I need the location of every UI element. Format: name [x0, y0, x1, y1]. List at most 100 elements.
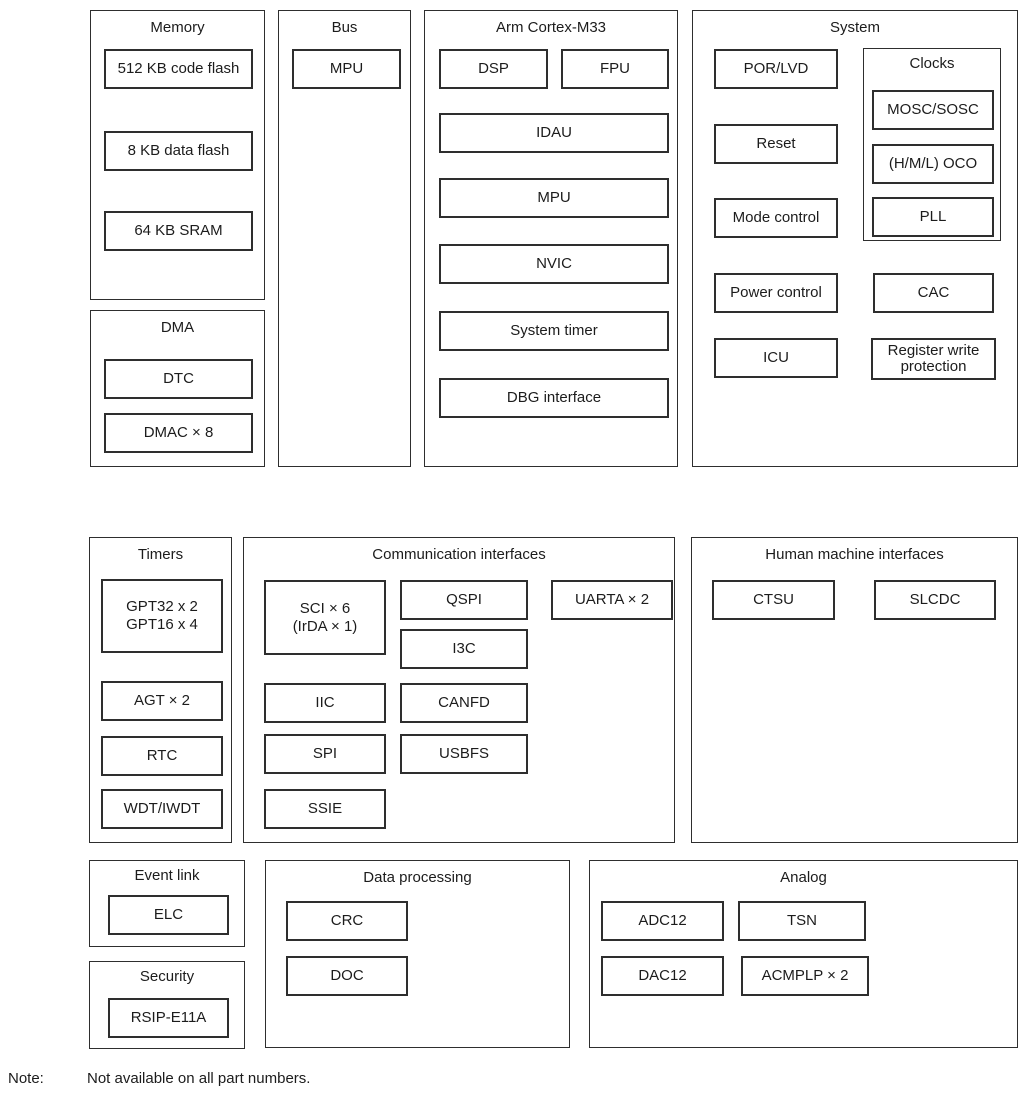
block-label-line: GPT16 x 4 — [126, 616, 198, 633]
block-label: DOC — [330, 967, 364, 984]
panel-security-title: Security — [139, 968, 195, 985]
block-bus-mpu: MPU — [292, 49, 401, 89]
subpanel-clocks-title: Clocks — [909, 55, 955, 72]
block-label: UARTA × 2 — [574, 591, 650, 608]
block-label: DBG interface — [506, 389, 602, 406]
block-acmplp: ACMPLP × 2 — [741, 956, 869, 996]
block-dsp: DSP — [439, 49, 548, 89]
panel-memory: Memory 512 KB code flash 8 KB data flash… — [90, 10, 265, 300]
panel-communication-title: Communication interfaces — [372, 546, 546, 563]
subpanel-clocks: Clocks MOSC/SOSC (H/M/L) OCO PLL — [863, 48, 1001, 241]
block-label: IIC — [315, 694, 335, 711]
block-label: (H/M/L) OCO — [888, 155, 978, 172]
block-label: DAC12 — [638, 967, 687, 984]
block-reset: Reset — [714, 124, 838, 164]
block-label: Register write protection — [887, 342, 980, 375]
block-label: USBFS — [438, 745, 489, 762]
panel-communication-interfaces: Communication interfaces SCI × 6 (IrDA ×… — [243, 537, 675, 843]
block-data-flash: 8 KB data flash — [104, 131, 253, 171]
block-label: I3C — [452, 640, 476, 657]
block-label: PLL — [919, 208, 947, 225]
block-adc12: ADC12 — [601, 901, 724, 941]
footnote-text: Not available on all part numbers. — [87, 1070, 311, 1087]
block-agt: AGT × 2 — [101, 681, 223, 721]
block-label: RSIP-E11A — [130, 1009, 207, 1026]
panel-bus-title: Bus — [331, 19, 358, 36]
block-label-line: (IrDA × 1) — [292, 617, 358, 635]
block-label: MOSC/SOSC — [887, 101, 979, 118]
panel-memory-title: Memory — [150, 19, 205, 36]
block-dmac: DMAC × 8 — [104, 413, 253, 453]
block-label: QSPI — [446, 591, 482, 608]
block-label: 512 KB code flash — [117, 60, 240, 77]
block-cortex-mpu: MPU — [439, 178, 669, 218]
block-sram: 64 KB SRAM — [104, 211, 253, 251]
block-label: Reset — [756, 135, 796, 152]
block-label: DTC — [163, 370, 194, 387]
block-spi: SPI — [264, 734, 386, 774]
block-label: WDT/IWDT — [123, 800, 201, 817]
panel-cortex-m33: Arm Cortex-M33 DSP FPU IDAU MPU NVIC Sys… — [424, 10, 678, 467]
block-label: SSIE — [307, 800, 343, 817]
block-label-line: SCI × 6 — [299, 599, 351, 617]
panel-system: System POR/LVD Reset Mode control Power … — [692, 10, 1018, 467]
block-label: CRC — [330, 912, 364, 929]
block-label: RTC — [146, 747, 178, 764]
block-label: Mode control — [732, 209, 820, 226]
block-label: CTSU — [753, 591, 794, 608]
panel-cortex-m33-title: Arm Cortex-M33 — [495, 19, 607, 36]
block-idau: IDAU — [439, 113, 669, 153]
block-elc: ELC — [108, 895, 229, 935]
block-code-flash: 512 KB code flash — [104, 49, 253, 89]
block-label: TSN — [787, 912, 817, 929]
block-sci-irda: SCI × 6 (IrDA × 1) — [264, 580, 386, 655]
block-label: SPI — [312, 745, 338, 762]
panel-bus: Bus MPU — [278, 10, 411, 467]
block-label: ADC12 — [638, 912, 687, 929]
block-nvic: NVIC — [439, 244, 669, 284]
block-label: DMAC × 8 — [143, 424, 214, 441]
block-register-write-protection: Register write protection — [871, 338, 996, 380]
block-dac12: DAC12 — [601, 956, 724, 996]
panel-dma-title: DMA — [160, 319, 195, 336]
block-label: CAC — [917, 284, 950, 301]
block-dbg-interface: DBG interface — [439, 378, 669, 418]
block-fpu: FPU — [561, 49, 669, 89]
block-label: CANFD — [438, 694, 490, 711]
block-label: ACMPLP × 2 — [761, 967, 849, 984]
block-ssie: SSIE — [264, 789, 386, 829]
block-cac: CAC — [873, 273, 994, 313]
block-rsip-e11a: RSIP-E11A — [108, 998, 229, 1038]
panel-system-title: System — [829, 19, 880, 36]
block-label: 8 KB data flash — [127, 142, 230, 159]
block-uarta: UARTA × 2 — [551, 580, 673, 620]
block-power-control: Power control — [714, 273, 838, 313]
panel-event-link: Event link ELC — [89, 860, 245, 947]
block-label: System timer — [510, 322, 598, 339]
panel-hmi-title: Human machine interfaces — [765, 546, 944, 563]
block-rtc: RTC — [101, 736, 223, 776]
block-label: FPU — [600, 60, 630, 77]
block-label: POR/LVD — [743, 60, 809, 77]
block-label: ICU — [763, 349, 789, 366]
panel-security: Security RSIP-E11A — [89, 961, 245, 1049]
block-canfd: CANFD — [400, 683, 528, 723]
block-wdt-iwdt: WDT/IWDT — [101, 789, 223, 829]
block-por-lvd: POR/LVD — [714, 49, 838, 89]
footnote: Note:Not available on all part numbers. — [8, 1070, 310, 1087]
panel-dma: DMA DTC DMAC × 8 — [90, 310, 265, 467]
block-label: AGT × 2 — [133, 692, 190, 709]
block-i3c: I3C — [400, 629, 528, 669]
block-label: MPU — [329, 60, 364, 77]
block-label: Power control — [730, 284, 822, 301]
panel-timers: Timers GPT32 x 2 GPT16 x 4 AGT × 2 RTC W… — [89, 537, 232, 843]
block-label: NVIC — [536, 255, 572, 272]
block-pll: PLL — [872, 197, 994, 237]
block-doc: DOC — [286, 956, 408, 996]
block-gpt: GPT32 x 2 GPT16 x 4 — [101, 579, 223, 653]
block-usbfs: USBFS — [400, 734, 528, 774]
panel-event-link-title: Event link — [134, 867, 200, 884]
block-label: MPU — [537, 189, 571, 206]
panel-human-machine-interfaces: Human machine interfaces CTSU SLCDC — [691, 537, 1018, 843]
block-tsn: TSN — [738, 901, 866, 941]
